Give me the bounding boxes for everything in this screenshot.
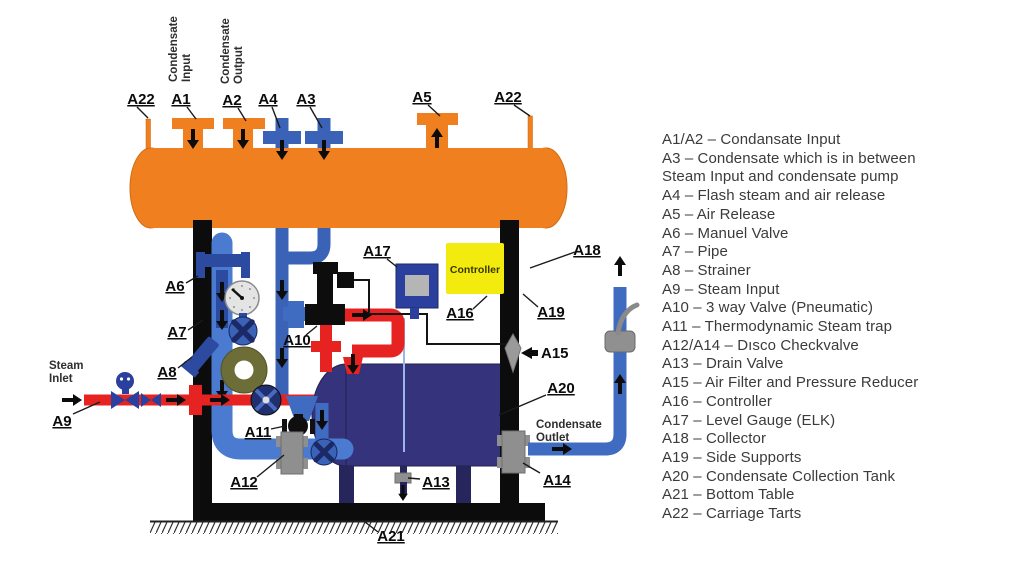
globe-valve bbox=[228, 313, 258, 346]
legend-line: A20 – Condensate Collection Tank bbox=[662, 467, 896, 485]
legend-line: A22 – Carriage Tarts bbox=[662, 505, 802, 523]
label-a7: A7 bbox=[167, 324, 186, 341]
label-a16: A16 bbox=[446, 305, 474, 322]
manual-valve-pipe-assembly bbox=[180, 232, 354, 460]
pump-inlet-assembly bbox=[276, 396, 338, 475]
gauge-screen bbox=[405, 275, 429, 296]
air-filter-pressure-reducer bbox=[504, 332, 522, 374]
label-a2: A2 bbox=[222, 92, 241, 109]
label-a13: A13 bbox=[422, 474, 450, 491]
legend-line: A8 – Strainer bbox=[662, 261, 751, 279]
condensate-input-vertical-line1: Condensate bbox=[168, 16, 180, 82]
disco-checkvalve-bottom bbox=[276, 431, 308, 475]
legend-line: A3 – Condensate which is in between bbox=[662, 149, 916, 167]
label-a11: A11 bbox=[245, 424, 272, 441]
parts-legend: A1/A2 – Condansate Input A3 – Condensate… bbox=[662, 131, 1009, 524]
label-a14: A14 bbox=[543, 472, 571, 489]
signal-lines bbox=[354, 279, 507, 345]
legend-line: A15 – Air Filter and Pressure Reducer bbox=[662, 374, 919, 392]
legend-line: A4 – Flash steam and air release bbox=[662, 187, 886, 205]
label-a10: A10 bbox=[283, 332, 311, 349]
legend-line: A12/A14 – Dısco Checkvalve bbox=[662, 336, 859, 354]
condensate-outlet-pipe bbox=[497, 287, 640, 474]
label-a6: A6 bbox=[165, 278, 184, 295]
a3-flange bbox=[305, 131, 343, 144]
label-a20: A20 bbox=[547, 380, 575, 397]
three-way-pneumatic-valve bbox=[283, 262, 354, 328]
inlet-globe-valve bbox=[310, 438, 338, 466]
legend-line: A7 – Pipe bbox=[662, 243, 728, 261]
strainer bbox=[180, 336, 219, 378]
steam-inlet-line2: Inlet bbox=[49, 373, 73, 385]
label-a1: A1 bbox=[171, 91, 190, 108]
manual-valve bbox=[200, 254, 246, 267]
label-a4: A4 bbox=[258, 91, 278, 108]
condensate-output-vertical-line2: Output bbox=[233, 46, 245, 84]
side-support-left bbox=[193, 220, 212, 512]
label-a22-left: A22 bbox=[127, 91, 155, 108]
ground-hatch bbox=[150, 522, 558, 534]
legend-line: Steam Input and condensate pump bbox=[662, 168, 899, 186]
condensate-outlet-line2: Outlet bbox=[536, 432, 569, 444]
label-a3: A3 bbox=[296, 91, 315, 108]
carriage-tart-right bbox=[527, 115, 533, 153]
legend-line: A5 – Air Release bbox=[662, 205, 776, 223]
label-a9: A9 bbox=[52, 413, 71, 430]
steam-trap-sight bbox=[220, 346, 268, 394]
label-a21: A21 bbox=[377, 528, 405, 545]
condensate-input-vertical-line2: Input bbox=[181, 54, 193, 82]
carriage-tart-left bbox=[145, 118, 151, 153]
label-a19: A19 bbox=[537, 304, 565, 321]
part-labels: A22 A1 A2 A4 A3 A5 A22 A6 A7 A8 A9 A10 A… bbox=[52, 89, 600, 545]
text-annotations: Steam Inlet Condensate Outlet Condensate… bbox=[49, 16, 602, 444]
label-a18: A18 bbox=[573, 242, 601, 259]
pressure-gauge bbox=[224, 280, 260, 316]
tank-leg-right bbox=[456, 462, 471, 504]
legend-line: A21 – Bottom Table bbox=[662, 486, 795, 504]
solenoid bbox=[337, 272, 354, 288]
controller-box: Controller bbox=[446, 243, 504, 294]
controller-label: Controller bbox=[450, 264, 500, 276]
condensate-input-nozzle-cap bbox=[172, 118, 214, 129]
flash-tank bbox=[129, 147, 568, 229]
label-a15: A15 bbox=[541, 345, 569, 362]
label-a8: A8 bbox=[157, 364, 176, 381]
check-valve-small bbox=[141, 393, 161, 407]
a4-flange bbox=[263, 131, 301, 144]
wheel-valve bbox=[250, 384, 282, 416]
legend-line: A10 – 3 way Valve (Pneumatic) bbox=[662, 299, 874, 317]
legend-line: A16 – Controller bbox=[662, 392, 772, 410]
level-gauge bbox=[395, 263, 439, 319]
legend-line: A17 – Level Gauge (ELK) bbox=[662, 411, 836, 429]
legend-line: A1/A2 – Condansate Input bbox=[662, 131, 841, 148]
legend-line: A11 – Thermodynamic Steam trap bbox=[662, 318, 893, 336]
label-a17: A17 bbox=[363, 243, 391, 260]
ball-valve bbox=[604, 302, 640, 353]
air-release-nozzle-cap bbox=[417, 113, 458, 125]
gate-valve bbox=[111, 372, 139, 409]
leader-lines bbox=[72, 104, 576, 533]
condensate-output-nozzle-cap bbox=[223, 118, 265, 129]
bottom-table bbox=[193, 503, 545, 521]
label-a12: A12 bbox=[230, 474, 258, 491]
legend-line: A13 – Drain Valve bbox=[662, 355, 784, 373]
a15-pointer bbox=[521, 347, 538, 359]
condensate-outlet-line1: Condensate bbox=[536, 419, 602, 431]
disco-checkvalve-outlet bbox=[497, 430, 530, 474]
steam-line bbox=[84, 372, 314, 416]
pipe-flange bbox=[189, 385, 202, 415]
tank-leg-left bbox=[339, 462, 354, 504]
legend-line: A9 – Steam Input bbox=[662, 280, 780, 298]
legend-line: A6 – Manuel Valve bbox=[662, 224, 789, 242]
label-a5: A5 bbox=[412, 89, 431, 106]
condensate-output-vertical-line1: Condensate bbox=[220, 18, 232, 84]
legend-line: A19 – Side Supports bbox=[662, 448, 802, 466]
steam-inlet-line1: Steam bbox=[49, 360, 84, 372]
legend-line: A18 – Collector bbox=[662, 430, 767, 448]
label-a22-right: A22 bbox=[494, 89, 522, 106]
